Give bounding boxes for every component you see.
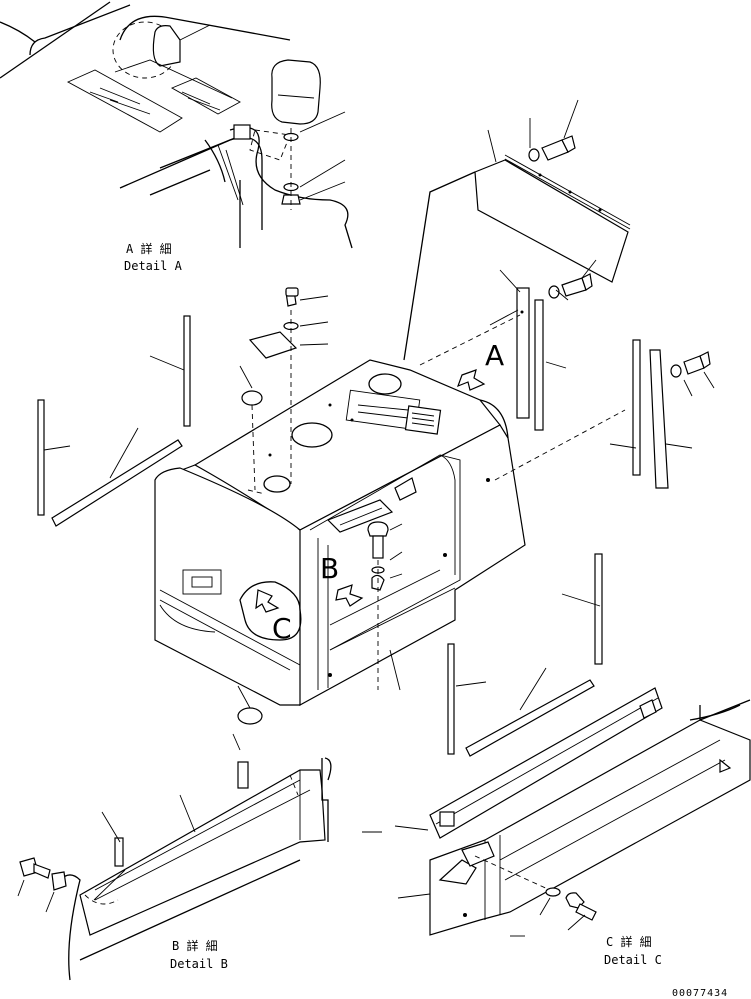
- top-small-plate: [239, 287, 329, 495]
- detail-b-view: B 詳 細 Detail B: [17, 733, 332, 981]
- detail-a-jp-label: A 詳 細: [126, 241, 172, 256]
- detail-c-view: C 詳 細 Detail C: [362, 687, 751, 967]
- detail-b-en-label: Detail B: [170, 957, 228, 971]
- top-plate-assembly: [403, 99, 631, 361]
- left-seal-strips: [37, 315, 191, 527]
- bottom-plug: [237, 685, 263, 725]
- main-body: C B A: [154, 339, 526, 707]
- view-a-letter: A: [485, 339, 504, 372]
- view-c-letter: C: [272, 612, 292, 645]
- right-seal-strips: [419, 259, 715, 489]
- detail-a-view: A 詳 細 Detail A: [0, 1, 353, 273]
- detail-b-jp-label: B 詳 細: [172, 938, 218, 953]
- detail-a-en-label: Detail A: [124, 259, 183, 273]
- drawing-number: 00077434: [672, 988, 728, 999]
- detail-c-jp-label: C 詳 細: [606, 934, 652, 949]
- view-b-letter: B: [320, 552, 339, 585]
- bottom-center-strips: [447, 553, 603, 757]
- detail-c-en-label: Detail C: [604, 953, 662, 967]
